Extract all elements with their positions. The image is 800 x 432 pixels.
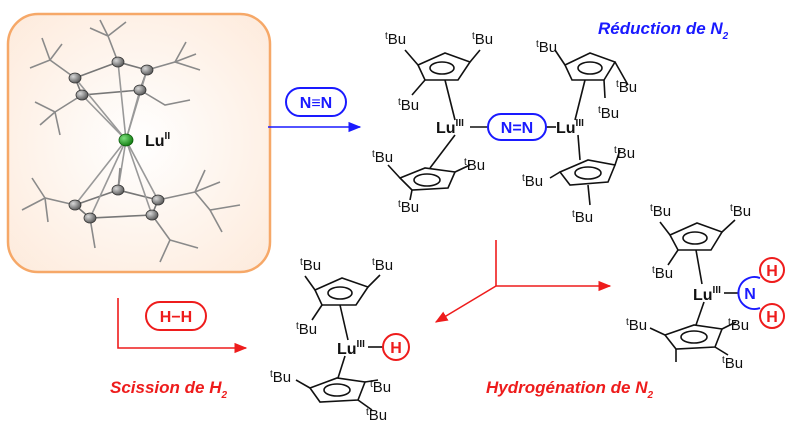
amide-complex [649, 219, 738, 362]
n2-bridge: N=N [487, 113, 547, 141]
carbon-atoms [68, 56, 165, 224]
hydrogenation-title: Hydrogénation de N2 [486, 378, 654, 401]
svg-text:tBu: tBu [730, 203, 751, 220]
n2-reagent-badge: N≡N [285, 87, 347, 117]
lu-right-label: LuIII [556, 118, 584, 137]
svg-text:H−H: H−H [160, 309, 192, 326]
svg-text:tBu: tBu [572, 209, 593, 226]
svg-text:tBu: tBu [270, 369, 291, 386]
svg-text:tBu: tBu [370, 379, 391, 396]
svg-text:tBu: tBu [372, 149, 393, 166]
svg-text:tBu: tBu [650, 203, 671, 220]
hydride-h-circle: H [382, 333, 410, 361]
svg-text:tBu: tBu [722, 355, 743, 372]
reduction-title: Réduction de N2 [598, 19, 729, 42]
amide-nh2-group: N H H [737, 257, 785, 329]
svg-text:tBu: tBu [728, 317, 749, 334]
svg-text:N=N: N=N [501, 120, 533, 137]
svg-text:H: H [766, 309, 778, 326]
hydride-complex [295, 274, 384, 411]
svg-text:H: H [390, 340, 402, 357]
crystal-lu-label: LuII [145, 131, 170, 150]
svg-text:tBu: tBu [464, 157, 485, 174]
svg-text:tBu: tBu [598, 105, 619, 122]
svg-text:H: H [766, 263, 778, 280]
svg-text:tBu: tBu [626, 317, 647, 334]
svg-text:tBu: tBu [536, 39, 557, 56]
svg-text:N≡N: N≡N [300, 95, 332, 112]
tbu-labels-reduction: tBu tBu tBu tBu tBu tBu tBu tBu tBu tBu … [372, 31, 637, 226]
svg-text:tBu: tBu [522, 173, 543, 190]
svg-text:tBu: tBu [398, 199, 419, 216]
tbu-labels-amide: tBu tBu tBu tBu tBu tBu [626, 203, 751, 372]
h2-reagent-badge: H−H [145, 301, 207, 331]
lutetium-atom [118, 133, 134, 147]
svg-text:tBu: tBu [398, 97, 419, 114]
tbu-labels-hydride: tBu tBu tBu tBu tBu tBu [270, 257, 393, 424]
reduction-complex [387, 49, 629, 206]
amide-lu-label: LuIII [693, 285, 721, 304]
svg-text:tBu: tBu [472, 31, 493, 48]
branch-arrows [434, 240, 612, 323]
scission-title: Scission de H2 [110, 378, 227, 401]
svg-text:tBu: tBu [300, 257, 321, 274]
svg-text:tBu: tBu [372, 257, 393, 274]
lu-left-label: LuIII [436, 118, 464, 137]
scission-arrow [117, 298, 248, 354]
svg-text:N: N [744, 286, 756, 303]
svg-text:tBu: tBu [616, 79, 637, 96]
svg-text:tBu: tBu [385, 31, 406, 48]
svg-text:tBu: tBu [614, 145, 635, 162]
svg-text:tBu: tBu [366, 407, 387, 424]
svg-text:tBu: tBu [652, 265, 673, 282]
svg-text:tBu: tBu [296, 321, 317, 338]
hydride-lu-label: LuIII [337, 339, 365, 358]
